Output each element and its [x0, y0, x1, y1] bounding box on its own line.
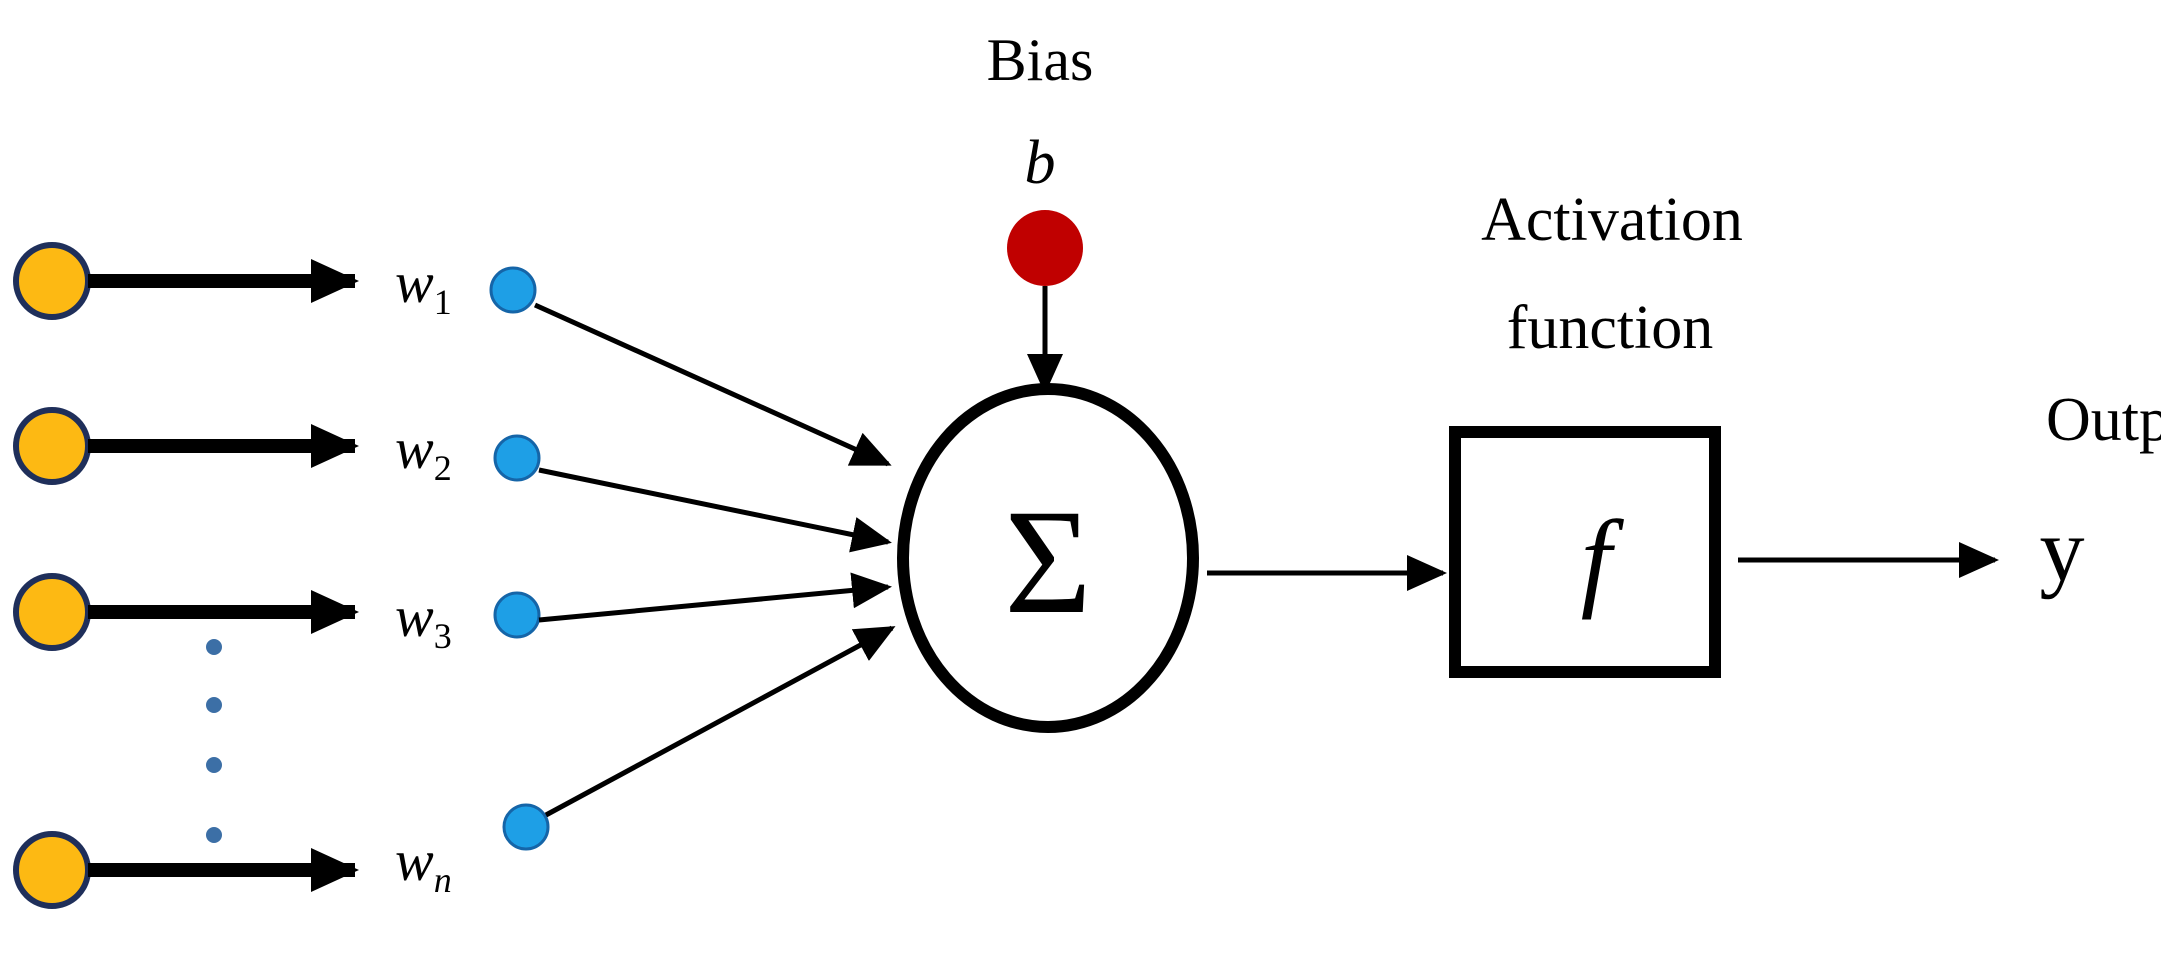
ellipsis-dots: [206, 639, 222, 843]
input-arrows: [88, 259, 359, 892]
output-group: Output y: [1738, 386, 2161, 600]
input-nodes: [13, 242, 91, 909]
activation-box: [1449, 426, 1721, 678]
input-node-n: [13, 831, 91, 909]
weight-labels: w1 w2 w3 wn: [395, 250, 452, 900]
summation-symbol: Σ: [1004, 479, 1091, 645]
activation-title-line2: function: [1507, 294, 1714, 362]
weight-label-n: wn: [395, 828, 452, 900]
ellipsis-dot: [206, 639, 222, 655]
weight-arrow-1: [533, 302, 892, 467]
weight-label-1: w1: [395, 250, 452, 322]
bias-symbol: b: [1025, 129, 1056, 197]
input-node-3: [13, 573, 91, 651]
weight-node-3: [493, 591, 541, 639]
weight-subscript: 2: [434, 448, 452, 488]
weight-node-n: [502, 803, 550, 851]
weight-symbol: w: [395, 584, 434, 649]
weight-label-3: w3: [395, 584, 452, 656]
weight-node-2: [493, 434, 541, 482]
input-node-1: [13, 242, 91, 320]
weight-arrow-3: [538, 572, 892, 623]
input-node-2: [13, 407, 91, 485]
weight-arrow-2: [538, 467, 892, 553]
bias-title: Bias: [987, 27, 1094, 93]
summation-node: Σ: [897, 383, 1199, 733]
bias-node: [1007, 210, 1083, 286]
weight-subscript: 1: [434, 282, 452, 322]
weight-symbol: w: [395, 250, 434, 315]
weight-subscript: n: [434, 860, 452, 900]
ellipsis-dot: [206, 757, 222, 773]
weight-nodes: [489, 266, 550, 851]
weight-symbol: w: [395, 416, 434, 481]
activation-title-line1: Activation: [1481, 186, 1743, 254]
output-title: Output: [2046, 386, 2161, 454]
ellipsis-dot: [206, 697, 222, 713]
summation-ellipse: [897, 383, 1199, 733]
bias-group: Bias b: [987, 27, 1094, 394]
weight-arrow-n: [544, 625, 896, 818]
weight-symbol: w: [395, 828, 434, 893]
ellipsis-dot: [206, 827, 222, 843]
weight-label-2: w2: [395, 416, 452, 488]
activation-group: Activation function f: [1449, 186, 1743, 678]
weight-arrows: [533, 302, 896, 818]
weight-node-1: [489, 266, 537, 314]
weight-subscript: 3: [434, 616, 452, 656]
output-symbol: y: [2040, 501, 2085, 600]
